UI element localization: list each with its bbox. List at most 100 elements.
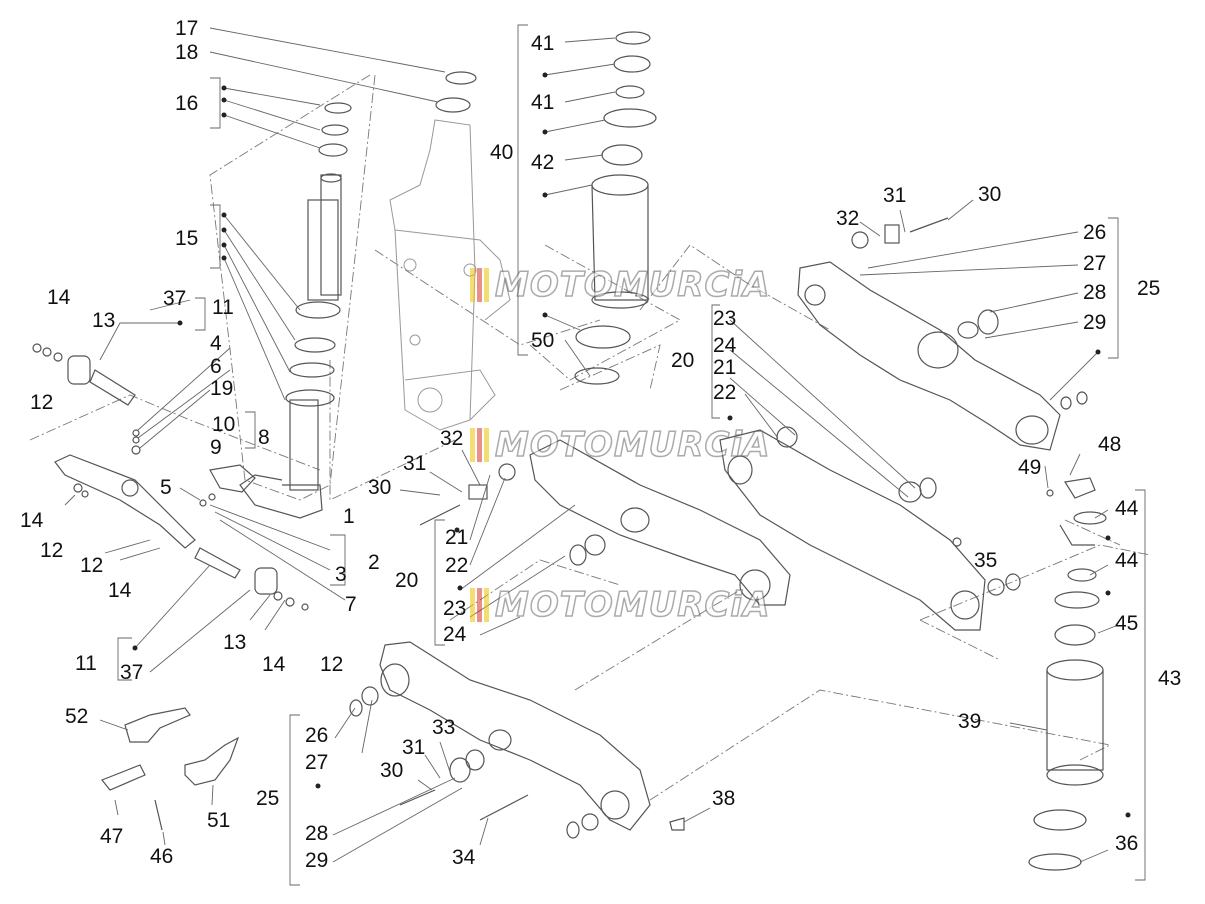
callout-43: 43 xyxy=(1158,667,1182,690)
callout-16: 16 xyxy=(175,92,199,115)
callout-23: 23 xyxy=(443,597,467,620)
callout-12: 12 xyxy=(80,554,104,577)
swing-arm-lower xyxy=(349,641,685,839)
callout-35: 35 xyxy=(974,549,998,572)
callout-11: 11 xyxy=(212,296,234,319)
pivot-housing-upper xyxy=(574,31,657,385)
watermark: MOTOMURCiA xyxy=(470,264,771,306)
callout-29: 29 xyxy=(1083,311,1107,334)
callout-49: 49 xyxy=(1018,456,1042,479)
watermark: MOTOMURCiA xyxy=(470,424,771,466)
callout-50: 50 xyxy=(531,329,555,352)
callout-11: 11 xyxy=(75,652,97,675)
watermark-flag xyxy=(470,268,491,302)
callout-25: 25 xyxy=(256,787,280,810)
callout-32: 32 xyxy=(836,207,860,230)
callout-26: 26 xyxy=(305,724,329,747)
callout-38: 38 xyxy=(712,787,736,810)
callout-40: 40 xyxy=(490,141,514,164)
leader-lines xyxy=(64,24,1146,886)
callout-2: 2 xyxy=(368,551,380,574)
callout-7: 7 xyxy=(345,593,357,616)
callout-14: 14 xyxy=(47,286,71,309)
callout-1: 1 xyxy=(343,505,355,528)
watermark: MOTOMURCiA xyxy=(470,584,771,626)
callout-37: 37 xyxy=(120,661,144,684)
callout-39: 39 xyxy=(958,710,982,733)
callout-12: 12 xyxy=(40,539,64,562)
callout-46: 46 xyxy=(150,845,174,868)
callout-6: 6 xyxy=(210,355,222,378)
callout-18: 18 xyxy=(175,41,199,64)
callout-3: 3 xyxy=(335,563,347,586)
callout-44: 44 xyxy=(1115,497,1139,520)
callout-28: 28 xyxy=(1083,281,1107,304)
pivot-housing-lower xyxy=(1028,477,1107,871)
watermark-text: MOTOMURCiA xyxy=(494,424,771,466)
callout-17: 17 xyxy=(175,17,199,40)
callout-26: 26 xyxy=(1083,221,1107,244)
callout-20: 20 xyxy=(671,349,695,372)
callout-30: 30 xyxy=(380,759,404,782)
callout-4: 4 xyxy=(210,332,222,355)
callout-48: 48 xyxy=(1098,433,1122,456)
frame-headstock xyxy=(389,119,511,431)
callout-28: 28 xyxy=(305,822,329,845)
callout-52: 52 xyxy=(65,705,89,728)
callout-42: 42 xyxy=(531,151,555,174)
callout-24: 24 xyxy=(713,334,737,357)
swing-arm-middle xyxy=(419,426,1021,631)
callout-12: 12 xyxy=(30,391,54,414)
callout-21: 21 xyxy=(445,526,469,549)
callout-31: 31 xyxy=(402,736,426,759)
callout-5: 5 xyxy=(160,476,172,499)
callout-41: 41 xyxy=(531,91,555,114)
callout-31: 31 xyxy=(403,452,427,475)
callout-25: 25 xyxy=(1137,277,1161,300)
callout-44: 44 xyxy=(1115,549,1139,572)
steering-column xyxy=(239,71,477,519)
callout-22: 22 xyxy=(713,381,737,404)
callout-32: 32 xyxy=(440,427,464,450)
callout-33: 33 xyxy=(432,716,456,739)
callout-8: 8 xyxy=(258,426,270,449)
callout-45: 45 xyxy=(1115,612,1139,635)
callout-14: 14 xyxy=(108,579,132,602)
watermark-text: MOTOMURCiA xyxy=(494,584,771,626)
callout-20: 20 xyxy=(395,569,419,592)
watermark-flag xyxy=(470,588,491,622)
callout-29: 29 xyxy=(305,849,329,872)
swing-arm-upper-right xyxy=(797,217,1088,451)
callout-14: 14 xyxy=(20,509,44,532)
callout-19: 19 xyxy=(210,377,234,400)
drag-link xyxy=(54,454,309,611)
callout-14: 14 xyxy=(262,653,286,676)
callout-41: 41 xyxy=(531,32,555,55)
callout-21: 21 xyxy=(713,356,737,379)
dash-dot-guides xyxy=(29,74,1151,801)
callout-36: 36 xyxy=(1115,832,1139,855)
callout-13: 13 xyxy=(92,309,116,332)
callout-31: 31 xyxy=(883,184,907,207)
dot-markers xyxy=(132,72,1131,818)
callout-34: 34 xyxy=(452,846,476,869)
callout-24: 24 xyxy=(443,623,467,646)
callout-13: 13 xyxy=(223,631,247,654)
callout-27: 27 xyxy=(1083,252,1107,275)
watermark-text: MOTOMURCiA xyxy=(494,264,771,306)
callout-30: 30 xyxy=(368,476,392,499)
callout-12: 12 xyxy=(320,653,344,676)
callout-9: 9 xyxy=(210,436,222,459)
callout-15: 15 xyxy=(175,227,199,250)
callout-51: 51 xyxy=(207,809,231,832)
callout-23: 23 xyxy=(713,307,737,330)
callout-10: 10 xyxy=(212,413,236,436)
callout-47: 47 xyxy=(100,825,124,848)
tie-rod-end-upper xyxy=(32,343,256,507)
watermark-flag xyxy=(470,428,491,462)
callout-27: 27 xyxy=(305,751,329,774)
callout-22: 22 xyxy=(445,554,469,577)
callout-30: 30 xyxy=(978,183,1002,206)
callout-37: 37 xyxy=(163,287,187,310)
